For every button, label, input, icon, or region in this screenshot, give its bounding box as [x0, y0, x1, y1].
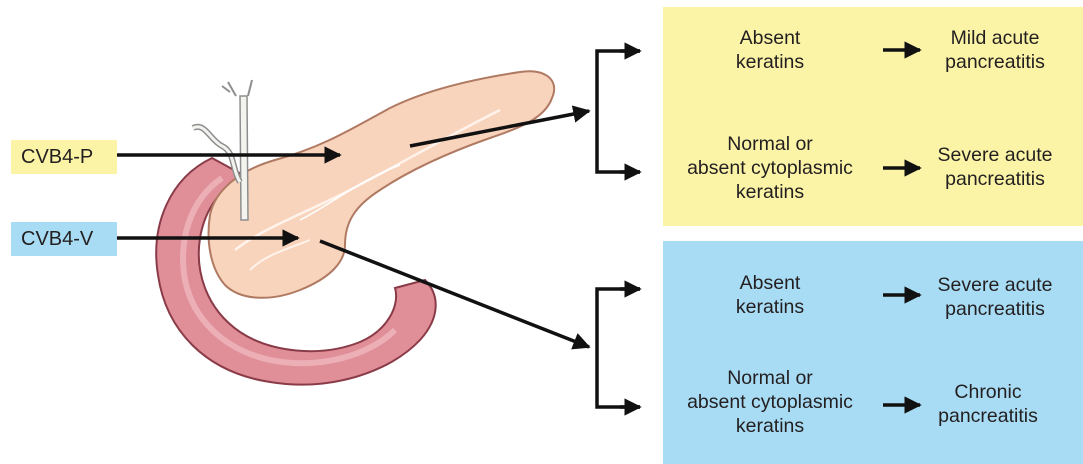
- v-branch1-keratin: Absent keratins: [736, 271, 804, 319]
- cvb4-v-label: CVB4-V: [11, 222, 117, 256]
- text-line: pancreatitis: [938, 167, 1053, 191]
- text-line: absent cytoplasmic: [687, 156, 853, 180]
- text-line: Absent: [736, 271, 804, 295]
- text-line: keratins: [736, 295, 804, 319]
- text-line: pancreatitis: [938, 404, 1038, 428]
- v-branch-bracket: [597, 289, 640, 407]
- p-branch-bracket: [597, 51, 640, 172]
- text-line: Mild acute: [945, 26, 1045, 50]
- text-line: keratins: [687, 180, 853, 204]
- text-line: Normal or: [687, 366, 853, 390]
- text-line: Normal or: [687, 132, 853, 156]
- v-branch1-outcome: Severe acute pancreatitis: [938, 273, 1053, 321]
- v-branch2-outcome: Chronic pancreatitis: [938, 380, 1038, 428]
- text-line: keratins: [687, 414, 853, 438]
- text-line: keratins: [736, 50, 804, 74]
- text-line: Severe acute: [938, 143, 1053, 167]
- p-branch2-outcome: Severe acute pancreatitis: [938, 143, 1053, 191]
- text-line: absent cytoplasmic: [687, 390, 853, 414]
- text-line: Severe acute: [938, 273, 1053, 297]
- p-branch2-keratin: Normal or absent cytoplasmic keratins: [687, 132, 853, 204]
- text-line: pancreatitis: [938, 297, 1053, 321]
- text-line: pancreatitis: [945, 50, 1045, 74]
- v-branch2-keratin: Normal or absent cytoplasmic keratins: [687, 366, 853, 438]
- text-line: Chronic: [938, 380, 1038, 404]
- p-branch1-keratin: Absent keratins: [736, 26, 804, 74]
- bile-duct: [240, 96, 248, 220]
- v-to-bracket-arrow: [320, 241, 589, 347]
- p-branch1-outcome: Mild acute pancreatitis: [945, 26, 1045, 74]
- text-line: Absent: [736, 26, 804, 50]
- cvb4-p-label: CVB4-P: [11, 140, 117, 174]
- pancreas-illustration: [156, 71, 554, 384]
